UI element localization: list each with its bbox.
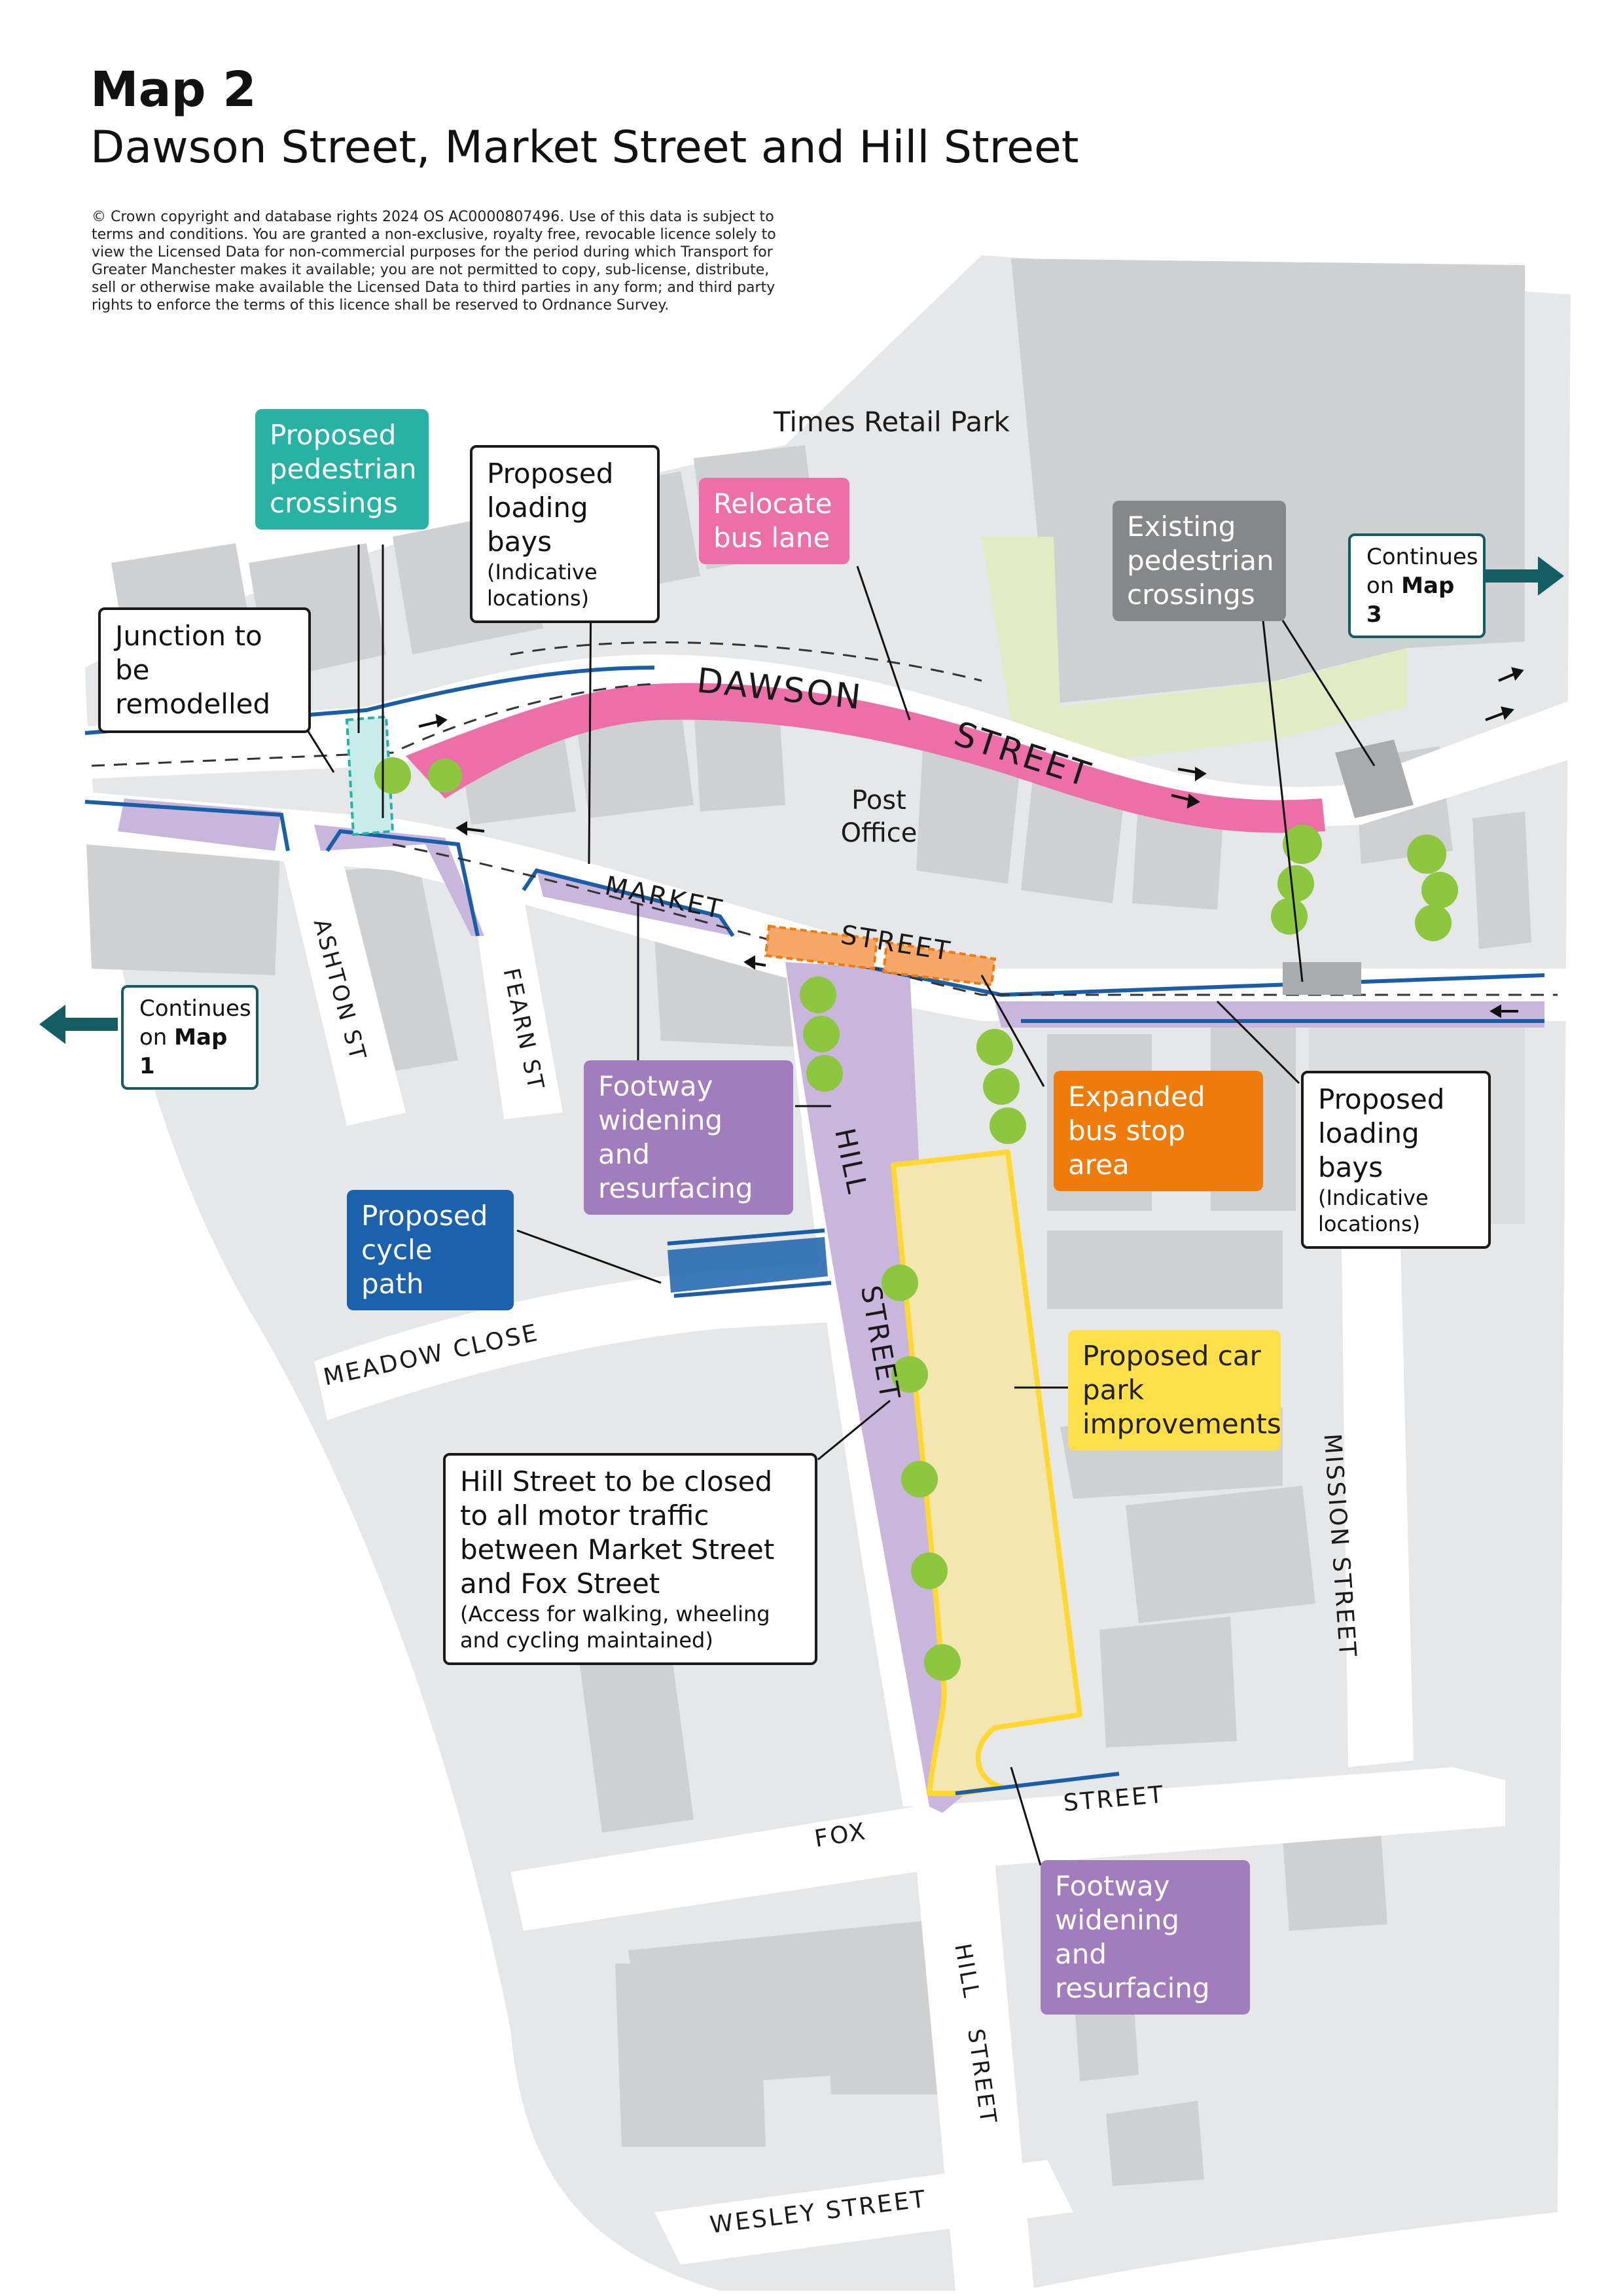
road-market <box>85 792 1571 1021</box>
label-junction-remodelled: Junction to be remodelled <box>98 607 311 733</box>
leader-lines <box>300 545 1376 1866</box>
bus-stop-area <box>764 924 997 987</box>
continues-map-3-prefix: Continues on <box>1366 544 1478 599</box>
road-meadow-close <box>314 1263 831 1420</box>
map-title: Map 2 Dawson Street, Market Street and H… <box>90 60 1079 177</box>
label-footway-fox: Footway widening and resurfacing <box>1041 1860 1250 2015</box>
label-loading-bays-right-small: (Indicative locations) <box>1318 1185 1429 1236</box>
bus-lane <box>406 683 1325 833</box>
map-subtitle: Dawson Street, Market Street and Hill St… <box>90 122 1079 173</box>
cycle-path <box>668 1237 828 1293</box>
trees <box>374 757 1458 1681</box>
label-existing-crossings: Existing pedestrian crossings <box>1113 501 1286 621</box>
green-space <box>982 537 1407 759</box>
traffic-arrows <box>418 667 1524 1018</box>
continues-map-3-link[interactable]: Map 3 <box>1366 573 1455 628</box>
road-mission <box>1342 1244 1414 1767</box>
road-fox <box>510 1767 1505 1931</box>
label-loading-bays-right: Proposed loading bays (Indicative locati… <box>1301 1071 1491 1249</box>
continues-map-1-link[interactable]: Map 1 <box>139 1024 228 1079</box>
label-loading-bays-top-main: Proposed loading bays <box>487 457 614 558</box>
place-retail-park: Times Retail Park <box>774 406 1010 438</box>
label-loading-bays-top: Proposed loading bays (Indicative locati… <box>470 445 660 623</box>
label-loading-bays-right-main: Proposed loading bays <box>1318 1083 1445 1183</box>
lane-markings <box>91 641 1558 996</box>
label-car-park: Proposed car park improvements <box>1068 1330 1281 1450</box>
label-loading-bays-top-small: (Indicative locations) <box>487 560 597 611</box>
label-footway-hill: Footway widening and resurfacing <box>584 1060 793 1215</box>
car-park-area <box>891 1149 1082 1796</box>
label-expanded-bus-stop: Expanded bus stop area <box>1054 1071 1263 1191</box>
continues-map-1-prefix: Continues on <box>139 996 251 1050</box>
buildings-left <box>85 812 969 2147</box>
road-ashton <box>281 851 406 1126</box>
map-number: Map 2 <box>90 62 257 118</box>
label-hill-closure-main: Hill Street to be closed to all motor tr… <box>460 1465 775 1600</box>
road-wesley <box>654 2160 1073 2265</box>
continues-map-3[interactable]: Continues on Map 3 <box>1348 533 1486 638</box>
place-post-office: Post Office <box>840 785 918 848</box>
crossings <box>345 715 1414 995</box>
copyright-notice: © Crown copyright and database rights 20… <box>92 209 776 314</box>
label-relocate-bus-lane: Relocate bus lane <box>699 478 849 564</box>
label-hill-closure: Hill Street to be closed to all motor tr… <box>443 1453 817 1665</box>
road-dawson <box>85 655 1571 827</box>
label-hill-closure-small: (Access for walking, wheeling and cyclin… <box>460 1602 770 1653</box>
road-fearn <box>471 890 563 1119</box>
label-cycle-path: Proposed cycle path <box>347 1190 514 1310</box>
continuation-arrows <box>39 556 1564 1044</box>
continues-map-1[interactable]: Continues on Map 1 <box>121 985 259 1090</box>
label-ped-crossings: Proposed pedestrian crossings <box>255 409 429 529</box>
